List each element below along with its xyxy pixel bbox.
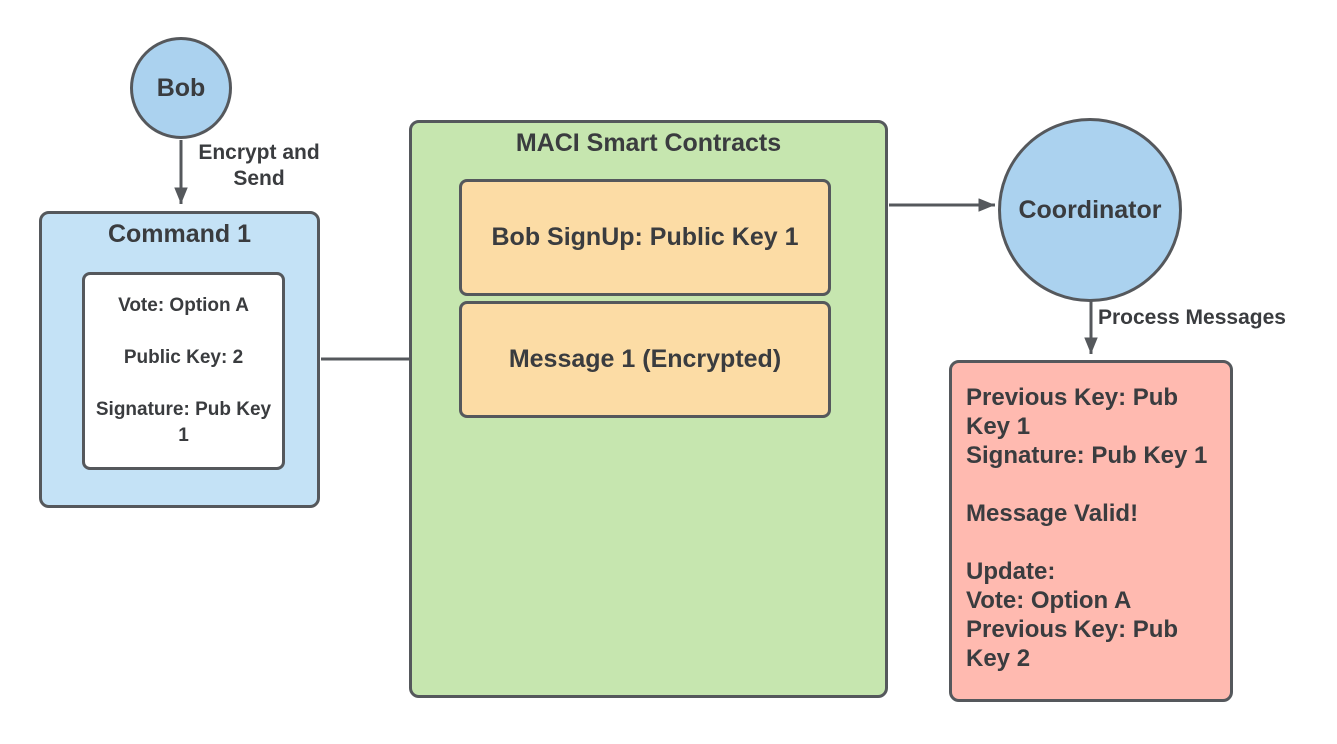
maci-title: MACI Smart Contracts bbox=[515, 129, 782, 157]
signup-record-node: Bob SignUp: Public Key 1 bbox=[459, 179, 831, 296]
message-record-label: Message 1 (Encrypted) bbox=[508, 345, 782, 373]
processing-result-node: Previous Key: Pub Key 1 Signature: Pub K… bbox=[949, 360, 1233, 702]
signup-record-label: Bob SignUp: Public Key 1 bbox=[491, 223, 799, 251]
coordinator-node: Coordinator bbox=[998, 118, 1182, 302]
bob-node: Bob bbox=[130, 37, 232, 139]
command-title: Command 1 bbox=[107, 220, 252, 248]
coordinator-label: Coordinator bbox=[1018, 195, 1162, 224]
command-node: Command 1 Vote: Option A Public Key: 2 S… bbox=[39, 211, 320, 508]
message-record-node: Message 1 (Encrypted) bbox=[459, 301, 831, 418]
command-payload: Vote: Option A Public Key: 2 Signature: … bbox=[82, 272, 285, 470]
bob-label: Bob bbox=[156, 73, 206, 102]
encrypt-send-edge-label: Encrypt and Send bbox=[198, 141, 320, 190]
process-messages-edge-label: Process Messages bbox=[1098, 306, 1286, 329]
maci-smart-contracts-node: MACI Smart Contracts Bob SignUp: Public … bbox=[409, 120, 888, 698]
